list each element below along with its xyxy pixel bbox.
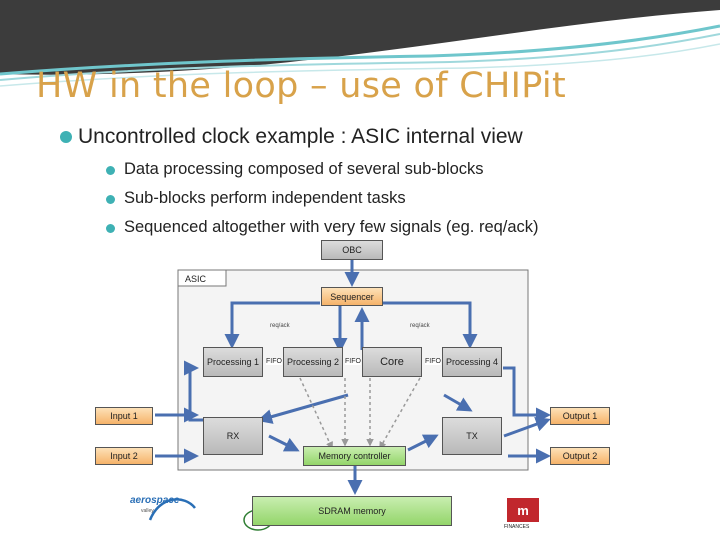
sdram-memory-block: SDRAM memory <box>252 496 452 526</box>
core-block: Core <box>362 347 422 377</box>
processing-2-block: Processing 2 <box>283 347 343 377</box>
obc-block: OBC <box>321 240 383 260</box>
fifo-label-1: FIFO <box>266 358 282 365</box>
req-ack-label-left: req/ack <box>270 323 290 329</box>
aerospace-logo: aerospace <box>130 495 180 506</box>
memory-controller-block: Memory controller <box>303 446 406 466</box>
sequencer-block: Sequencer <box>321 287 383 306</box>
sub-bullet-dot <box>106 166 115 175</box>
brand-logo-subtitle: FINANCES <box>504 524 530 530</box>
brand-logo: m <box>507 498 539 522</box>
input-2-block: Input 2 <box>95 447 153 465</box>
slide-title: HW in the loop – use of CHIPit <box>36 66 566 106</box>
fifo-label-3: FIFO <box>425 358 441 365</box>
output-1-block: Output 1 <box>550 407 610 425</box>
output-2-block: Output 2 <box>550 447 610 465</box>
processing-4-block: Processing 4 <box>442 347 502 377</box>
sub-bullet-3: Sequenced altogether with very few signa… <box>124 218 539 236</box>
tx-block: TX <box>442 417 502 455</box>
sub-bullet-dot <box>106 195 115 204</box>
req-ack-label-right: req/ack <box>410 323 430 329</box>
processing-1-block: Processing 1 <box>203 347 263 377</box>
asic-label: ASIC <box>185 274 207 284</box>
bullet-dot <box>60 131 72 143</box>
rx-block: RX <box>203 417 263 455</box>
input-1-block: Input 1 <box>95 407 153 425</box>
fifo-label-2: FIFO <box>345 358 361 365</box>
sub-bullet-dot <box>106 224 115 233</box>
aerospace-logo-subtitle: valley <box>141 508 154 514</box>
main-bullet: Uncontrolled clock example : ASIC intern… <box>78 125 523 148</box>
header-swoosh-decoration <box>0 0 720 87</box>
sub-bullet-1: Data processing composed of several sub-… <box>124 160 484 178</box>
aerospace-logo-swoosh <box>148 498 196 521</box>
sub-bullet-2: Sub-blocks perform independent tasks <box>124 189 406 207</box>
